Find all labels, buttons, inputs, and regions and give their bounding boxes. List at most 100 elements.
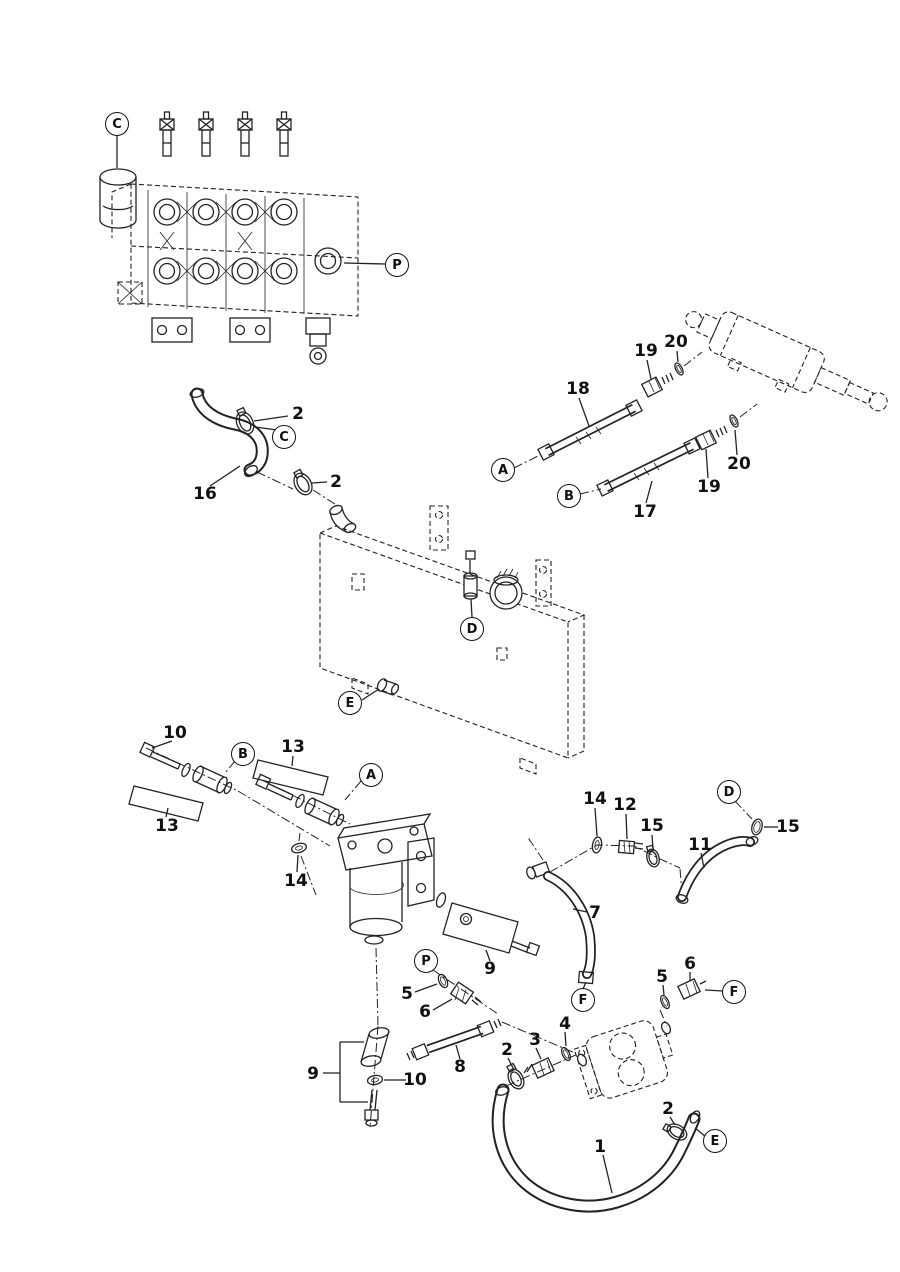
- tank-elbow: [329, 504, 357, 534]
- part-number-label: 9: [484, 959, 496, 979]
- center-fitting-row: [549, 807, 681, 873]
- reference-letter-a: A: [491, 458, 515, 482]
- fitting-19b: [694, 425, 728, 479]
- part-number-label: 17: [633, 502, 657, 522]
- clamp-15b: [645, 834, 660, 868]
- reference-letter-a: A: [359, 763, 383, 787]
- plate-13b: [252, 759, 329, 796]
- clamp-2b: [293, 468, 313, 496]
- part-number-label: 14: [284, 871, 308, 891]
- reference-letter-f: F: [571, 988, 595, 1012]
- joint-b: [192, 765, 233, 795]
- washer-14a: [291, 832, 317, 896]
- bolt-joint-group-a: [252, 755, 362, 896]
- bolt-10a: [139, 741, 181, 770]
- fitting-3: [523, 1056, 555, 1080]
- reference-letter-e: E: [338, 691, 362, 715]
- reference-letter-f: F: [722, 980, 746, 1004]
- part-number-label: 16: [193, 484, 217, 504]
- part-number-label: 7: [589, 903, 601, 923]
- reference-letter-d: D: [460, 617, 484, 641]
- gear-pump: [573, 1020, 674, 1100]
- fitting-6a: [449, 981, 482, 1006]
- reference-letter-p: P: [385, 253, 409, 277]
- reference-letter-d: D: [717, 780, 741, 804]
- washer-10b: [366, 1074, 384, 1086]
- hose-11-group: [675, 800, 778, 904]
- part-number-label: 10: [403, 1070, 427, 1090]
- part-number-label: 13: [281, 737, 305, 757]
- hose-17-group: [579, 403, 758, 504]
- hydraulic-tank: [319, 504, 586, 775]
- filter-assembly: [337, 813, 435, 1027]
- part-number-label: 20: [664, 332, 688, 352]
- reference-letter-b: B: [231, 742, 255, 766]
- part-number-label: 18: [566, 379, 590, 399]
- part-number-label: 15: [640, 816, 664, 836]
- reference-letter-p: P: [414, 949, 438, 973]
- part-number-label: 2: [292, 404, 304, 424]
- fitting-group-p: [414, 969, 499, 1015]
- oring-4: [561, 1046, 571, 1062]
- part-number-label: 14: [583, 789, 607, 809]
- breather: [463, 550, 478, 600]
- hydraulic-cylinder: [685, 311, 888, 412]
- fitting-19a: [640, 359, 674, 398]
- bolt-10c: [364, 1089, 379, 1127]
- oring-20b: [729, 403, 758, 456]
- hose-16-end-fitting: [189, 388, 205, 398]
- reference-letter-e: E: [703, 1129, 727, 1153]
- ring-15c: [751, 818, 763, 836]
- part-number-label: 2: [501, 1040, 513, 1060]
- hose-7-group: [526, 835, 596, 990]
- part-number-label: 5: [656, 967, 668, 987]
- part-number-label: 8: [454, 1057, 466, 1077]
- clamp-2d: [662, 1123, 688, 1141]
- clamp-2a: [235, 406, 255, 435]
- hose-18-group: [513, 350, 703, 469]
- control-valve: [99, 111, 386, 365]
- pump-inlet-fittings: [505, 1031, 579, 1090]
- washer-14b: [591, 807, 603, 854]
- part-number-label: 19: [697, 477, 721, 497]
- clamp-2c: [506, 1062, 525, 1090]
- part-number-label: 3: [529, 1030, 541, 1050]
- part-number-label: 15: [776, 817, 800, 837]
- part-number-label: 2: [662, 1099, 674, 1119]
- fitting-6b: [677, 977, 707, 1001]
- reference-letter-b: B: [557, 484, 581, 508]
- hose-16-group: [189, 387, 339, 507]
- joint-block-9-upper: [435, 892, 541, 962]
- bolt-joint-group-b: [128, 740, 331, 847]
- part-number-label: 2: [330, 472, 342, 492]
- joint-group-9-lower: [323, 1025, 406, 1129]
- joint-9-cylinder: [360, 1027, 390, 1067]
- joint-a: [304, 797, 345, 827]
- part-number-label: 20: [727, 454, 751, 474]
- part-number-label: 6: [684, 954, 696, 974]
- fitting-12: [617, 813, 644, 855]
- tube-8-group: [406, 1018, 576, 1061]
- reference-letter-c: C: [272, 425, 296, 449]
- part-number-label: 10: [163, 723, 187, 743]
- hose-1-group: [491, 1083, 707, 1213]
- oring-5a: [437, 973, 449, 989]
- part-number-label: 11: [688, 835, 712, 855]
- part-number-label: 1: [594, 1137, 606, 1157]
- part-number-label: 4: [559, 1014, 571, 1034]
- part-number-label: 19: [634, 341, 658, 361]
- part-number-label: 12: [613, 795, 637, 815]
- filler-cap: [489, 568, 523, 610]
- part-number-label: 13: [155, 816, 179, 836]
- reference-letter-c: C: [105, 112, 129, 136]
- drain-plug: [376, 678, 400, 696]
- plate-13a: [128, 785, 204, 822]
- part-number-label: 9: [307, 1064, 319, 1084]
- pump-outlet-fittings: [659, 972, 724, 1027]
- part-number-label: 5: [401, 984, 413, 1004]
- part-number-label: 6: [419, 1002, 431, 1022]
- oring-20a: [674, 350, 703, 376]
